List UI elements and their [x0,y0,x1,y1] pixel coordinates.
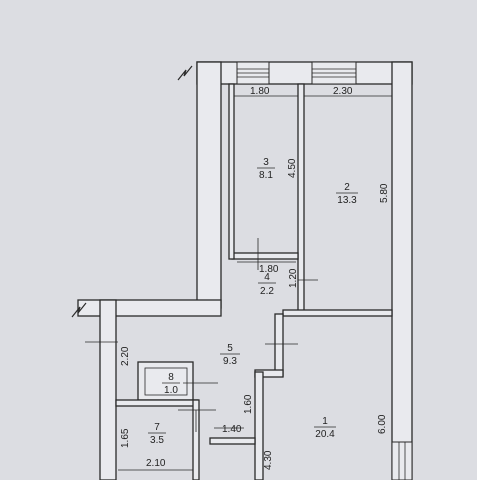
room-5-number: 5 [227,343,233,354]
room-5-area: 9.3 [223,356,237,367]
room-8-area: 1.0 [164,385,178,396]
dim-room4-width: 1.80 [259,264,279,275]
room-8-label: 8 1.0 [162,372,180,396]
dim-room5-left: 2.20 [120,346,131,366]
dim-room3-length: 4.50 [287,158,298,178]
dim-room2-length: 5.80 [379,183,390,203]
room-1-area: 20.4 [315,429,335,440]
dim-room1-left: 4.30 [263,450,274,470]
room-4-number: 4 [264,272,270,283]
room-2-number: 2 [344,182,350,193]
dim-room3-width: 1.80 [250,86,270,97]
dimension-lines [85,95,392,471]
room-8-number: 8 [168,372,174,383]
break-markers [71,65,193,318]
room-3-label: 3 8.1 [257,157,275,181]
walls [77,61,413,480]
room-2-label: 2 13.3 [336,182,358,206]
room-4-area: 2.2 [260,286,274,297]
room-2-area: 13.3 [337,195,357,206]
room-7-area: 3.5 [150,435,164,446]
dim-room4-depth: 1.20 [288,268,299,288]
room-3-number: 3 [263,157,269,168]
dim-room1-length: 6.00 [377,414,388,434]
dim-room7-width: 2.10 [146,458,166,469]
dim-room7-height: 1.65 [120,428,131,448]
windows [236,61,413,480]
dimension-labels: 1.80 2.30 4.50 5.80 1.80 1.20 2.20 1.60 … [120,86,390,470]
dim-room5-right: 1.60 [243,394,254,414]
room-1-label: 1 20.4 [314,416,336,440]
room-3-area: 8.1 [259,170,273,181]
room-1-number: 1 [322,416,328,427]
room-5-label: 5 9.3 [220,343,240,367]
dim-bath-width: 1.40 [222,424,242,435]
room-7-label: 7 3.5 [148,422,166,446]
room-7-number: 7 [154,422,160,433]
dim-room2-width: 2.30 [333,86,353,97]
room-4-label: 4 2.2 [258,272,276,297]
